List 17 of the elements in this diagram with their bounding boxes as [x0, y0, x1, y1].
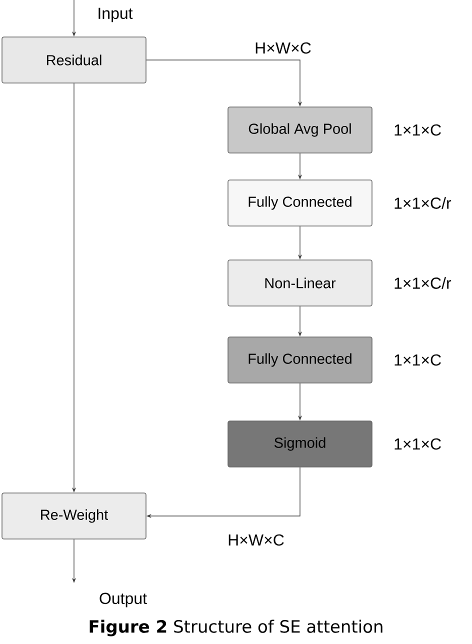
edge-label: Output	[100, 592, 147, 608]
process-box: Fully Connected	[228, 180, 372, 226]
dimension-label: 1×1×C/r	[394, 197, 452, 209]
process-box: Residual	[2, 36, 146, 84]
dimension-label: 1×1×C/r	[394, 277, 452, 289]
process-box: Sigmoid	[228, 420, 372, 468]
dimension-label: 1×1×C	[394, 354, 441, 366]
process-box: Re-Weight	[2, 492, 146, 540]
caption: Figure 2 Structure of SE attention	[90, 620, 382, 636]
dimension-label: 1×1×C	[394, 438, 441, 450]
edge-label: H×W×C	[256, 42, 311, 54]
process-box: Fully Connected	[228, 336, 372, 384]
dimension-label: 1×1×C	[394, 124, 441, 136]
process-box: Non-Linear	[228, 260, 372, 306]
edge-label: H×W×C	[228, 534, 284, 546]
edge-label: Input	[98, 8, 133, 22]
process-box: Global Avg Pool	[228, 106, 372, 154]
